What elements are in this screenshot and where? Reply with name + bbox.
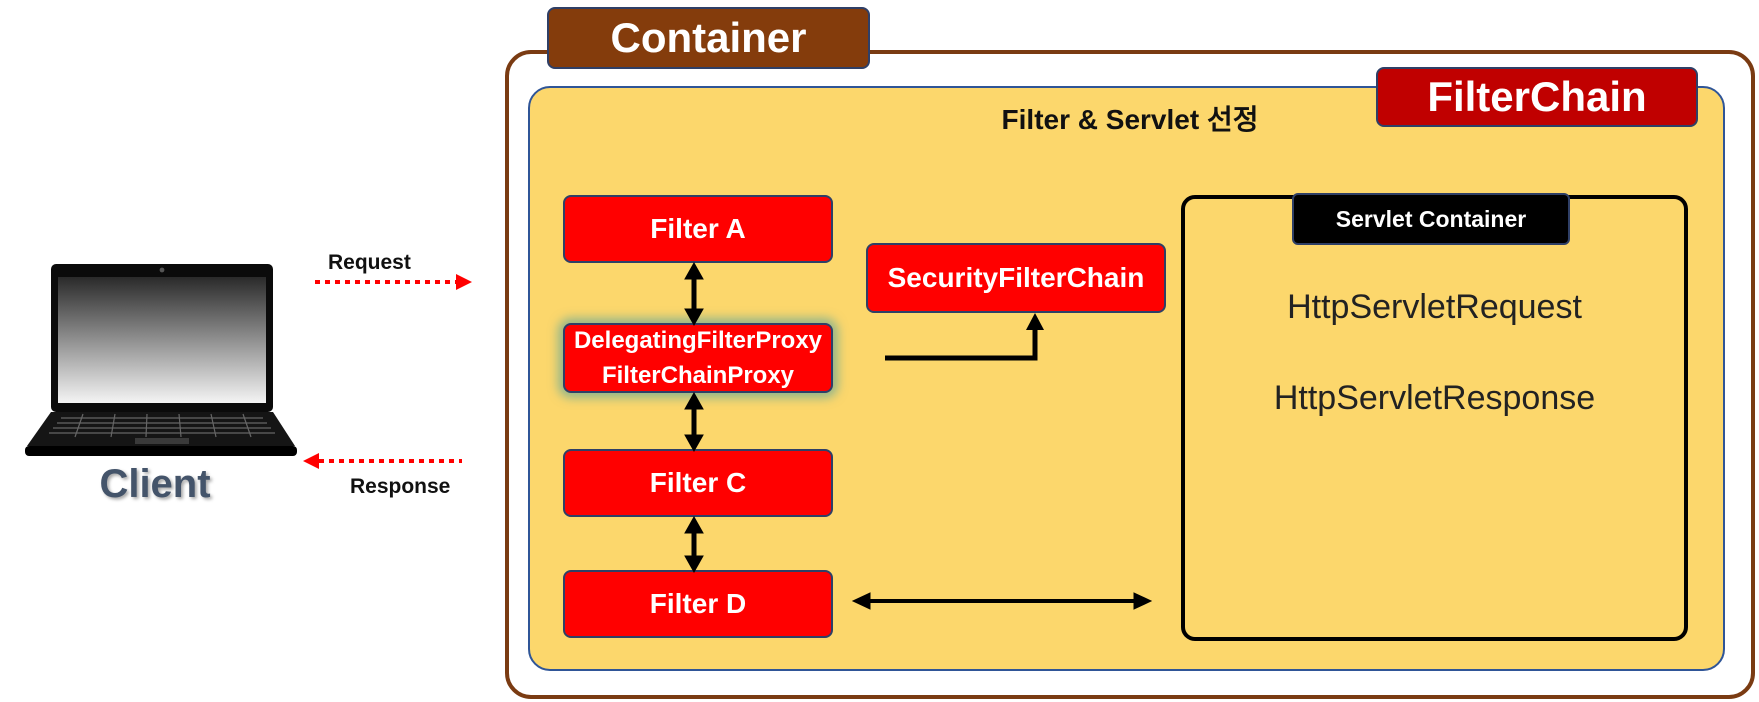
delegating-filter-proxy-box: DelegatingFilterProxy FilterChainProxy [563,323,833,393]
container-title: Container [547,7,870,69]
response-label: Response [350,475,451,498]
request-arrow [315,274,472,290]
panel-heading: Filter & Servlet 선정 [1001,104,1259,135]
request-label: Request [328,251,411,274]
filter-chain-proxy-label: FilterChainProxy [601,362,795,389]
filter-d-box: Filter D [563,570,833,638]
http-servlet-request-label: HttpServletRequest [1287,288,1582,326]
response-arrow [303,453,462,469]
security-filter-chain-box: SecurityFilterChain [866,243,1166,313]
http-servlet-response-label: HttpServletResponse [1273,379,1596,417]
servlet-container-title: Servlet Container [1292,193,1570,245]
client-label: Client [99,462,211,506]
delegating-filter-proxy-label: DelegatingFilterProxy [573,327,823,354]
laptop-icon [25,264,297,456]
filter-a-box: Filter A [563,195,833,263]
filterchain-title: FilterChain [1376,67,1698,127]
servlet-container-box [1181,195,1688,641]
filter-c-box: Filter C [563,449,833,517]
